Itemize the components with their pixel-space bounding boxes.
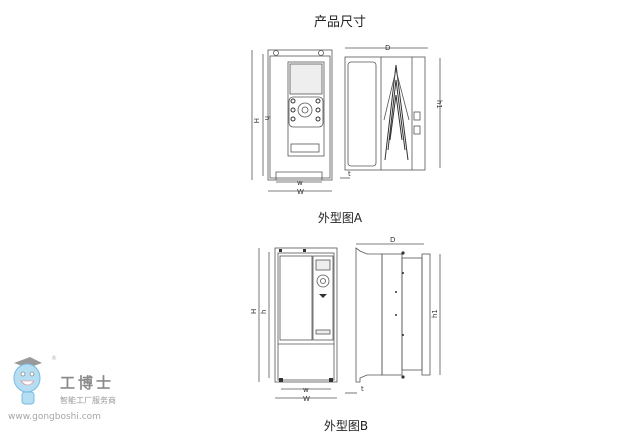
figure-a-caption: 外型图A [318, 211, 363, 225]
dim-label-W: W [303, 395, 310, 403]
figure-a-front-view [267, 49, 333, 181]
dim-label-t: t [361, 385, 364, 393]
figure-b-side-view [355, 247, 431, 383]
brand-tagline: 智能工厂服务商 [60, 395, 116, 405]
dim-label-H: H [252, 118, 260, 123]
dim-label-w: w [303, 386, 309, 394]
dim-label-t: t [348, 170, 351, 178]
dim-label-W: W [297, 188, 304, 196]
brand-url: www.gongboshi.com [8, 412, 101, 422]
dim-label-w: w [297, 179, 303, 187]
page-title: 产品尺寸 [314, 15, 366, 30]
figure-a-dimensions: H h w W D h1 t [251, 44, 443, 196]
dim-label-H: H [250, 309, 258, 314]
dim-label-h1: h1 [431, 309, 439, 318]
figure-b-front-view [274, 247, 338, 383]
dim-label-h: h [260, 310, 268, 314]
registered-mark: ® [51, 355, 57, 362]
dim-label-D: D [385, 44, 390, 52]
dim-label-h: h [263, 116, 271, 120]
brand-name: 工博士 [60, 374, 114, 392]
watermark-logo: ® 工博士 智能工厂服务商 www.gongboshi.com [8, 355, 116, 422]
dim-label-D: D [390, 236, 395, 244]
figure-b-dimensions: H h w W D h1 t [250, 236, 441, 403]
figure-b-caption: 外型图B [324, 419, 368, 433]
dim-label-h1: h1 [435, 100, 443, 109]
figure-a-side-view [344, 56, 426, 171]
